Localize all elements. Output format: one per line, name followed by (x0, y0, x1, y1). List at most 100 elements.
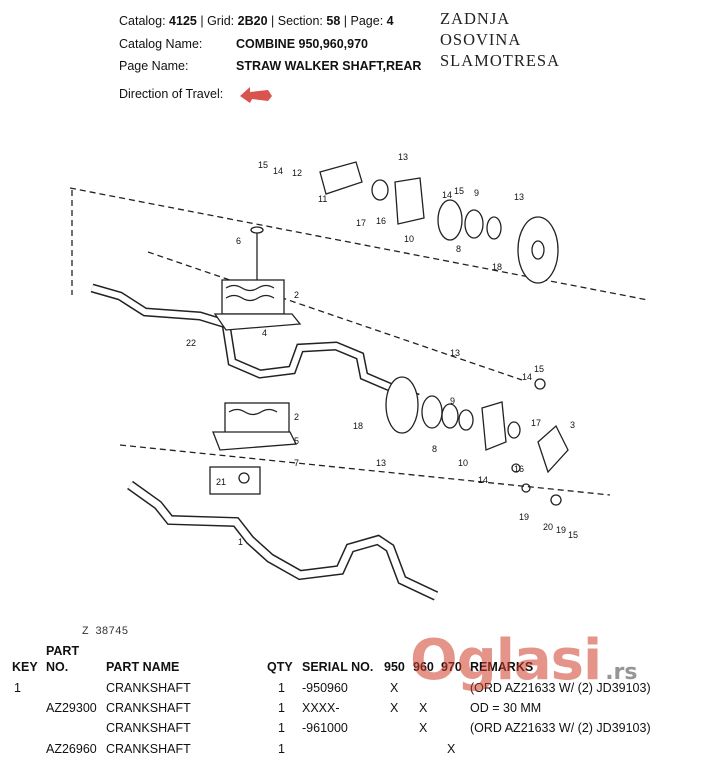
callout-6: 6 (236, 236, 241, 246)
table-row: AZ29300 CRANKSHAFT 1 XXXX- X X OD = 30 M… (0, 701, 726, 719)
direction-arrow-icon (240, 87, 272, 103)
site-watermark-logo: Oglasi.rs (410, 628, 638, 693)
diagram-drawing (69, 161, 649, 601)
header-part-no: NO. (46, 660, 69, 674)
cell-970: X (447, 742, 456, 756)
cell-qty: 1 (278, 681, 285, 695)
direction-line: Direction of Travel: (119, 87, 223, 101)
callout-14-b: 14 (442, 190, 452, 200)
callout-10-lower: 10 (458, 458, 468, 468)
catalog-value: 4125 (169, 14, 197, 28)
callout-3: 3 (570, 420, 575, 430)
drawing-id: Z 38745 (82, 626, 129, 638)
catalog-name-label: Catalog Name: (119, 37, 203, 51)
callout-11: 11 (318, 194, 327, 204)
callout-7: 7 (294, 458, 299, 468)
header-part-name: PART NAME (106, 660, 180, 674)
note-line-2: OSOVINA (440, 30, 522, 49)
callout-13-b: 13 (514, 192, 524, 202)
callout-18-upper: 18 (492, 262, 502, 272)
callout-13-d: 13 (376, 458, 386, 468)
callout-21: 21 (216, 477, 226, 487)
header-serial-no: SERIAL NO. (302, 660, 374, 674)
grid-label: Grid: (207, 14, 235, 28)
callout-10-upper: 10 (404, 234, 414, 244)
callout-9-upper: 9 (474, 188, 479, 198)
exploded-parts-diagram: 1 2 2 3 4 5 6 7 8 8 9 9 10 10 11 12 13 1… (69, 152, 649, 601)
note-line-1: ZADNJA (440, 9, 511, 28)
callout-16-lower: 16 (514, 464, 524, 474)
callout-14-d: 14 (478, 475, 488, 485)
cell-remarks: (ORD AZ21633 W/ (2) JD39103) (470, 681, 651, 695)
page-name-value: STRAW WALKER SHAFT,REAR (236, 59, 422, 73)
cell-key: 1 (14, 681, 21, 695)
header-remarks: REMARKS (470, 660, 534, 674)
cell-serial: XXXX- (302, 701, 340, 715)
callout-14-a: 14 (273, 166, 283, 176)
callout-18-lower: 18 (353, 421, 363, 431)
cell-960: X (419, 701, 428, 715)
watermark-text: Oglasi (410, 628, 602, 693)
note-line-3: SLAMOTRESA (440, 51, 561, 70)
cell-950: X (390, 701, 399, 715)
catalog-name-value: COMBINE 950,960,970 (236, 37, 369, 51)
cell-part-name: CRANKSHAFT (106, 681, 191, 695)
cell-qty: 1 (278, 742, 285, 756)
cell-950: X (390, 681, 399, 695)
callout-9-lower: 9 (450, 396, 455, 406)
cell-part-no: AZ26960 (46, 742, 97, 756)
cell-part-name: CRANKSHAFT (106, 701, 191, 715)
cell-remarks: OD = 30 MM (470, 701, 542, 715)
callout-1: 1 (238, 537, 243, 547)
callout-2-lower: 2 (294, 412, 299, 422)
section-value: 58 (326, 14, 341, 28)
header-960: 960 (413, 660, 434, 674)
callout-20: 20 (543, 522, 553, 532)
table-row: CRANKSHAFT 1 -961000 X (ORD AZ21633 W/ (… (0, 721, 726, 739)
callout-17-lower: 17 (531, 418, 541, 428)
catalog-label: Catalog: (119, 14, 166, 28)
callout-4: 4 (262, 328, 267, 338)
callout-19-a: 19 (519, 512, 529, 522)
callout-15-c: 15 (534, 364, 544, 374)
cell-serial: -950960 (302, 681, 348, 695)
cell-part-no: AZ29300 (46, 701, 97, 715)
callout-13-a: 13 (398, 152, 408, 162)
callout-12: 12 (292, 168, 302, 178)
watermark-suffix: .rs (605, 660, 638, 685)
cell-960: X (419, 721, 428, 735)
page-value: 4 (386, 14, 394, 28)
cell-part-name: CRANKSHAFT (106, 721, 191, 735)
callout-17-upper: 17 (356, 218, 366, 228)
callout-8-lower: 8 (432, 444, 437, 454)
direction-label: Direction of Travel: (119, 87, 224, 101)
callout-16-upper: 16 (376, 216, 386, 226)
cell-remarks: (ORD AZ21633 W/ (2) JD39103) (470, 721, 651, 735)
callout-15-a: 15 (258, 160, 268, 170)
header-qty: QTY (267, 660, 293, 674)
callout-15-d: 15 (568, 530, 578, 540)
callout-14-c: 14 (522, 372, 532, 382)
callout-5: 5 (294, 436, 299, 446)
callout-2-upper: 2 (294, 290, 299, 300)
page-name-line: Page Name: STRAW WALKER SHAFT,REAR (119, 59, 421, 73)
callout-15-b: 15 (454, 186, 464, 196)
callout-8-upper: 8 (456, 244, 461, 254)
cell-part-name: CRANKSHAFT (106, 742, 191, 756)
callout-labels: 1 2 2 3 4 5 6 7 8 8 9 9 10 10 11 12 13 1… (186, 152, 578, 547)
section-label: Section: (277, 14, 323, 28)
catalog-name-line: Catalog Name: COMBINE 950,960,970 (119, 37, 368, 51)
callout-22: 22 (186, 338, 196, 348)
header-950: 950 (384, 660, 405, 674)
callout-19-b: 19 (556, 525, 566, 535)
page-label: Page: (350, 14, 384, 28)
handwritten-note: ZADNJA OSOVINA SLAMOTRESA (440, 8, 560, 71)
grid-value: 2B20 (237, 14, 268, 28)
table-row: 1 CRANKSHAFT 1 -950960 X (ORD AZ21633 W/… (0, 681, 726, 699)
table-row: AZ26960 CRANKSHAFT 1 X (0, 742, 726, 760)
cell-serial: -961000 (302, 721, 348, 735)
page-name-label: Page Name: (119, 59, 189, 73)
cell-qty: 1 (278, 701, 285, 715)
header-key: KEY (12, 660, 38, 674)
cell-qty: 1 (278, 721, 285, 735)
